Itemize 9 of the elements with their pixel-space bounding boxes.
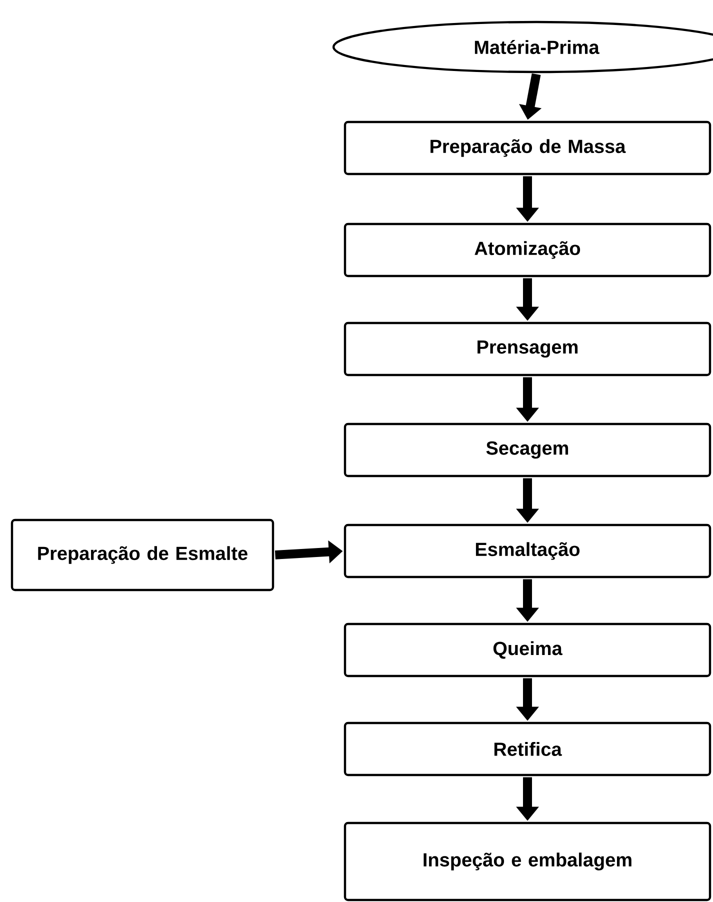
process-box: Retifica bbox=[344, 722, 712, 776]
process-box: Queima bbox=[344, 622, 712, 678]
process-box: Inspeção e embalagem bbox=[344, 822, 712, 902]
process-box: Atomização bbox=[344, 222, 712, 278]
process-box: Esmaltação bbox=[344, 524, 712, 578]
process-box: Prensagem bbox=[344, 322, 712, 376]
process-box: Preparação de Massa bbox=[344, 120, 712, 176]
process-box: Preparação de Esmalte bbox=[10, 518, 274, 592]
process-box: Secagem bbox=[344, 422, 712, 478]
